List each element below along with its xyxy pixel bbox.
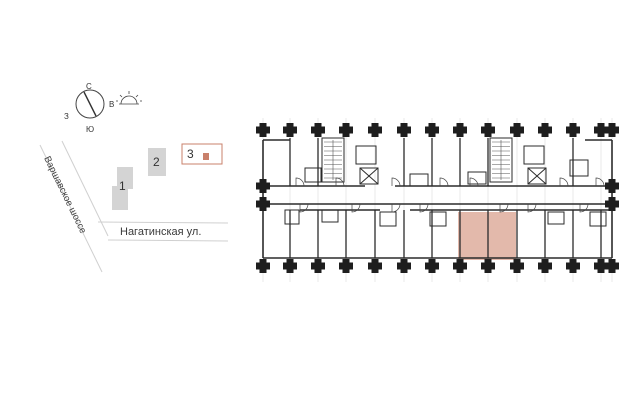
column bbox=[566, 126, 580, 134]
outer-walls bbox=[262, 139, 613, 259]
site-map: Варшавское шоссе Нагатинская ул. 1 2 3 С… bbox=[39, 82, 229, 273]
column bbox=[605, 182, 619, 190]
column bbox=[566, 262, 580, 270]
sun-icon bbox=[116, 91, 142, 105]
column bbox=[481, 262, 495, 270]
door-swing bbox=[299, 203, 309, 213]
column bbox=[594, 262, 608, 270]
corridor-walls bbox=[263, 185, 612, 211]
compass: С В Ю З bbox=[64, 82, 114, 134]
column bbox=[256, 182, 270, 190]
column bbox=[538, 126, 552, 134]
structural-columns bbox=[256, 123, 619, 273]
door-swing bbox=[351, 203, 361, 213]
column bbox=[368, 126, 382, 134]
column bbox=[605, 200, 619, 208]
door-swing bbox=[419, 203, 429, 213]
road-label-varshavskoe: Варшавское шоссе bbox=[41, 154, 88, 235]
building-number-2: 2 bbox=[153, 155, 160, 169]
column bbox=[453, 126, 467, 134]
column bbox=[339, 262, 353, 270]
door-swing bbox=[527, 203, 537, 213]
door-swing bbox=[579, 203, 589, 213]
building-3[interactable]: 3 bbox=[181, 143, 223, 165]
door-swing bbox=[391, 203, 401, 213]
column bbox=[256, 200, 270, 208]
door-swing bbox=[499, 203, 509, 213]
column bbox=[453, 262, 467, 270]
compass-south: Ю bbox=[86, 125, 94, 134]
top-partitions bbox=[289, 138, 574, 186]
door-swing bbox=[439, 177, 449, 187]
door-swing bbox=[595, 177, 605, 187]
door-swing bbox=[469, 177, 479, 187]
road-label-nagatinskaya: Нагатинская ул. bbox=[120, 226, 201, 238]
column bbox=[481, 126, 495, 134]
column bbox=[594, 126, 608, 134]
building-1[interactable]: 1 bbox=[112, 167, 133, 210]
column bbox=[256, 126, 270, 134]
compass-needle bbox=[83, 91, 97, 117]
floor-plan bbox=[256, 118, 619, 282]
stair-core-right bbox=[489, 137, 547, 185]
column bbox=[510, 126, 524, 134]
door-swings bbox=[295, 177, 605, 213]
bathrooms bbox=[284, 159, 607, 227]
bottom-partitions bbox=[289, 210, 602, 258]
column bbox=[311, 262, 325, 270]
column bbox=[605, 262, 619, 270]
column bbox=[510, 262, 524, 270]
column bbox=[397, 126, 411, 134]
selected-marker bbox=[203, 153, 209, 160]
building-number-1: 1 bbox=[119, 179, 126, 193]
column bbox=[311, 126, 325, 134]
column bbox=[283, 126, 297, 134]
door-swing bbox=[559, 177, 569, 187]
column bbox=[339, 126, 353, 134]
compass-west: З bbox=[64, 112, 69, 121]
highlighted-apartment[interactable] bbox=[458, 212, 516, 260]
building-2[interactable]: 2 bbox=[148, 148, 166, 176]
door-swing bbox=[391, 177, 401, 187]
column bbox=[425, 262, 439, 270]
column bbox=[397, 262, 411, 270]
stair-core-left bbox=[321, 137, 379, 185]
building-number-3: 3 bbox=[187, 147, 194, 161]
column bbox=[538, 262, 552, 270]
door-swing bbox=[295, 177, 305, 187]
column bbox=[605, 126, 619, 134]
column bbox=[283, 262, 297, 270]
column bbox=[368, 262, 382, 270]
door-swing bbox=[335, 177, 345, 187]
stair-treads bbox=[324, 140, 510, 180]
column bbox=[256, 262, 270, 270]
compass-north: С bbox=[86, 82, 92, 91]
column bbox=[425, 126, 439, 134]
compass-east: В bbox=[109, 100, 114, 109]
